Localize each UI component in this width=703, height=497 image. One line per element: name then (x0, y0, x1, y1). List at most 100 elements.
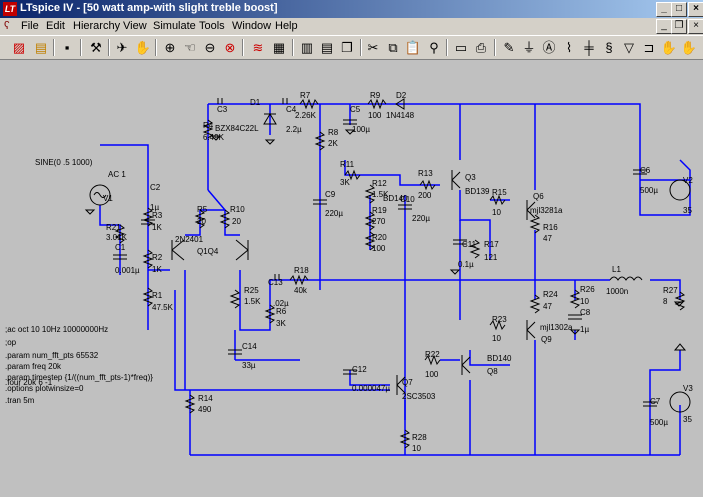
drag-icon[interactable]: ✋ (660, 40, 678, 55)
schematic-canvas[interactable]: SINE(0 .5 1000) AC 1 V1 V2 35 V3 35 R21 … (0, 60, 703, 497)
maximize-button[interactable]: □ (671, 2, 687, 17)
capacitor-c8 (568, 314, 582, 320)
resistor-label: R11 (340, 160, 355, 169)
move-icon[interactable]: ✋ (680, 40, 698, 55)
print-icon[interactable]: ⎙ (475, 40, 487, 55)
mdi-restore-button[interactable]: ❐ (671, 19, 687, 34)
window-title: LTspice IV - [50 watt amp-with slight tr… (20, 2, 278, 14)
menu-tools[interactable]: Tools (199, 20, 225, 32)
paste-icon[interactable]: 📋 (404, 40, 422, 55)
menu-bar: ʕ File Edit Hierarchy View Simulate Tool… (0, 18, 703, 35)
wire (639, 159, 691, 216)
find-icon[interactable]: ⚲ (429, 40, 439, 55)
mdi-close-button[interactable]: × (688, 19, 703, 34)
labels: SINE(0 .5 1000) AC 1 V1 V2 35 V3 35 R21 … (35, 91, 693, 453)
capacitor-value: 0.1µ (458, 260, 474, 269)
resistor-r21 (114, 224, 126, 244)
capacitor-value: 500µ (650, 418, 668, 427)
voltage-source-v2 (669, 179, 691, 201)
resistor-r26 (569, 289, 581, 309)
resistor-r14 (184, 394, 196, 414)
halt-icon[interactable]: ✋ (134, 40, 152, 55)
ltspice-logo-icon[interactable]: LT (3, 2, 17, 16)
draw-wire-icon[interactable]: ✎ (503, 40, 515, 55)
ground-icon (673, 301, 685, 307)
cut-icon[interactable]: ✂ (367, 40, 379, 55)
diode-icon[interactable]: ▽ (624, 40, 634, 55)
zoom-in-icon[interactable]: ⊕ (164, 40, 176, 55)
resistor-label: R9 (370, 91, 381, 100)
zoom-out-icon[interactable]: ⊖ (204, 40, 216, 55)
resistor-label: R26 (580, 285, 595, 294)
directive-line[interactable]: .options plotwinsize=0 (5, 384, 84, 393)
resistor-value: 10 (492, 334, 501, 343)
resistor-r12 (364, 184, 376, 204)
document-icon[interactable]: ʕ (4, 20, 10, 32)
tile-horizontal-icon[interactable]: ▦ (272, 40, 286, 55)
source-value: 35 (683, 206, 692, 215)
ground-icon (210, 135, 222, 141)
run-icon[interactable]: ✈ (116, 40, 128, 55)
capacitor-value: 1µ (580, 325, 589, 334)
tile-vertical-icon[interactable]: ▥ (300, 40, 314, 55)
diode-d2 (395, 98, 405, 110)
transistor-q8 (461, 355, 471, 375)
directive-line[interactable]: .param freq 20k (5, 362, 62, 371)
capacitor-icon[interactable]: ╪ (584, 40, 594, 55)
page-setup-icon[interactable]: ▭ (454, 40, 468, 55)
diode-label: D2 (396, 91, 407, 100)
resistor-r17 (469, 239, 481, 259)
minimize-button[interactable]: _ (656, 2, 672, 17)
capacitor-c5 (343, 119, 357, 125)
open-icon[interactable]: ▤ (34, 40, 48, 55)
toolbar-separator (108, 39, 110, 56)
menu-hierarchy[interactable]: Hierarchy (73, 20, 121, 32)
inductor-icon[interactable]: § (605, 40, 613, 55)
resistor-value: 47 (543, 302, 552, 311)
tile-columns-icon[interactable]: ▤ (320, 40, 334, 55)
label-net-icon[interactable]: Ⓐ (542, 40, 556, 55)
directive-line[interactable]: .param timestep {1/((num_fft_pts-1)*freq… (5, 373, 153, 382)
component-icon[interactable]: ⊐ (643, 40, 655, 55)
directive-line[interactable]: .tran 5m (5, 396, 35, 405)
resistor-label: R8 (328, 128, 339, 137)
diode-value: 1N4148 (386, 111, 415, 120)
directive-line[interactable]: .param num_fft_pts 65532 (5, 351, 99, 360)
control-panel-icon[interactable]: ⚒ (90, 40, 102, 55)
menu-simulate[interactable]: Simulate (153, 20, 196, 32)
menu-file[interactable]: File (21, 20, 39, 32)
resistor-value: 2.26K (295, 111, 317, 120)
menu-view[interactable]: View (123, 20, 147, 32)
mdi-minimize-button[interactable]: _ (656, 19, 672, 34)
resistor-label: R17 (484, 240, 499, 249)
save-icon[interactable]: ▪ (64, 40, 70, 55)
resistor-value: 1K (152, 223, 162, 232)
cascade-icon[interactable]: ❐ (341, 40, 353, 55)
directive-line[interactable]: ;op (5, 338, 17, 347)
capacitor-value: 0.000047µ (352, 384, 390, 393)
close-button[interactable]: × (688, 2, 703, 17)
resistor-label: R23 (492, 315, 507, 324)
resistor-icon[interactable]: ⌇ (565, 40, 573, 55)
waveform-icon[interactable]: ≋ (252, 40, 264, 55)
capacitor-value: 33µ (242, 361, 256, 370)
menu-help[interactable]: Help (275, 20, 298, 32)
directive-line[interactable]: .four 20k 6 -1 (5, 378, 53, 387)
menu-window[interactable]: Window (232, 20, 272, 32)
ground-icon[interactable]: ⏚ (522, 40, 536, 55)
new-schematic-icon[interactable]: ▨ (12, 40, 26, 55)
resistor-r28 (399, 429, 411, 449)
resistor-r25 (229, 289, 241, 309)
zoom-pan-icon[interactable]: ☜ (184, 40, 196, 55)
capacitor-value: 100µ (352, 125, 370, 134)
menu-edit[interactable]: Edit (46, 20, 65, 32)
zoom-cancel-icon[interactable]: ⊗ (224, 40, 236, 55)
directive-line[interactable]: ;ac oct 10 10Hz 10000000Hz (5, 325, 108, 334)
capacitor-c10 (398, 204, 412, 210)
schematic-drawing: SINE(0 .5 1000) AC 1 V1 V2 35 V3 35 R21 … (5, 91, 693, 456)
resistor-r11 (344, 169, 361, 181)
capacitor-label: C5 (350, 105, 361, 114)
wire (174, 290, 190, 391)
copy-icon[interactable]: ⧉ (388, 40, 398, 55)
capacitor-value: 220µ (325, 209, 343, 218)
